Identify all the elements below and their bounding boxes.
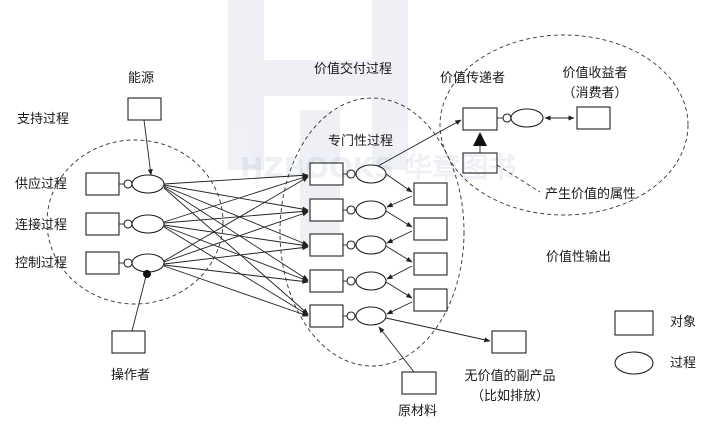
support-process-boundary bbox=[46, 139, 224, 305]
raw-material-label: 原材料 bbox=[398, 404, 438, 419]
supply-process-label: 供应过程 bbox=[15, 177, 68, 192]
raw-material-object bbox=[401, 371, 437, 395]
raw-material-link bbox=[378, 326, 415, 373]
operator-label: 操作者 bbox=[111, 368, 151, 383]
specialized-process-1 bbox=[309, 162, 387, 186]
specialized-flow-links bbox=[385, 173, 413, 315]
specialized-to-transmitter-link bbox=[377, 119, 462, 167]
intermediate-object-4 bbox=[413, 288, 448, 312]
legend-process-symbol bbox=[614, 351, 654, 375]
specialized-process-5 bbox=[309, 304, 387, 328]
control-process-label: 控制过程 bbox=[15, 256, 68, 271]
watermark-logo bbox=[228, 0, 408, 250]
byproduct-example-label: （比如排放） bbox=[470, 389, 549, 404]
value-beneficiary-label: 价值收益者 bbox=[562, 66, 628, 81]
value-transmitter-group bbox=[462, 107, 544, 131]
byproduct-object bbox=[491, 330, 527, 354]
value-transmitter-label: 价值传递者 bbox=[440, 71, 506, 86]
byproduct-link bbox=[385, 317, 491, 343]
intermediate-object-3 bbox=[413, 252, 448, 276]
supply-process-group bbox=[85, 172, 165, 196]
value-output-boundary bbox=[439, 34, 689, 216]
energy-label: 能源 bbox=[128, 71, 155, 86]
exhibition-triangle bbox=[473, 132, 487, 146]
value-attribute-label: 产生价值的属性 bbox=[545, 187, 637, 202]
connect-process-group bbox=[85, 212, 165, 236]
value-delivery-label: 价值交付过程 bbox=[314, 62, 393, 77]
support-to-specialized-links bbox=[163, 172, 309, 317]
byproduct-label: 无价值的副产品 bbox=[464, 369, 556, 384]
intermediate-object-2 bbox=[413, 217, 448, 241]
energy-object bbox=[127, 97, 162, 121]
legend-object-symbol bbox=[614, 310, 654, 336]
consumer-label: （消费者） bbox=[562, 86, 628, 101]
specialized-process-3 bbox=[309, 233, 387, 257]
intermediate-object-1 bbox=[413, 182, 448, 206]
legend-object-label: 对象 bbox=[670, 315, 697, 330]
value-output-label: 价值性输出 bbox=[546, 250, 612, 265]
specialized-process-4 bbox=[309, 269, 387, 293]
watermark-text: HZBOOKS 华章图书 bbox=[240, 151, 517, 184]
value-beneficiary-object bbox=[576, 106, 611, 130]
specialized-process-2 bbox=[309, 198, 387, 222]
support-process-label: 支持过程 bbox=[17, 112, 70, 127]
value-delivery-boundary bbox=[279, 97, 465, 367]
value-attribute-object bbox=[462, 152, 498, 174]
legend-process-label: 过程 bbox=[670, 356, 697, 371]
operator-agent-link bbox=[143, 270, 151, 278]
operator-object bbox=[111, 330, 146, 354]
control-process-group bbox=[85, 251, 165, 275]
attribute-label-leader bbox=[496, 164, 541, 193]
connect-process-label: 连接过程 bbox=[15, 218, 68, 233]
specialized-process-label: 专门性过程 bbox=[328, 134, 394, 149]
